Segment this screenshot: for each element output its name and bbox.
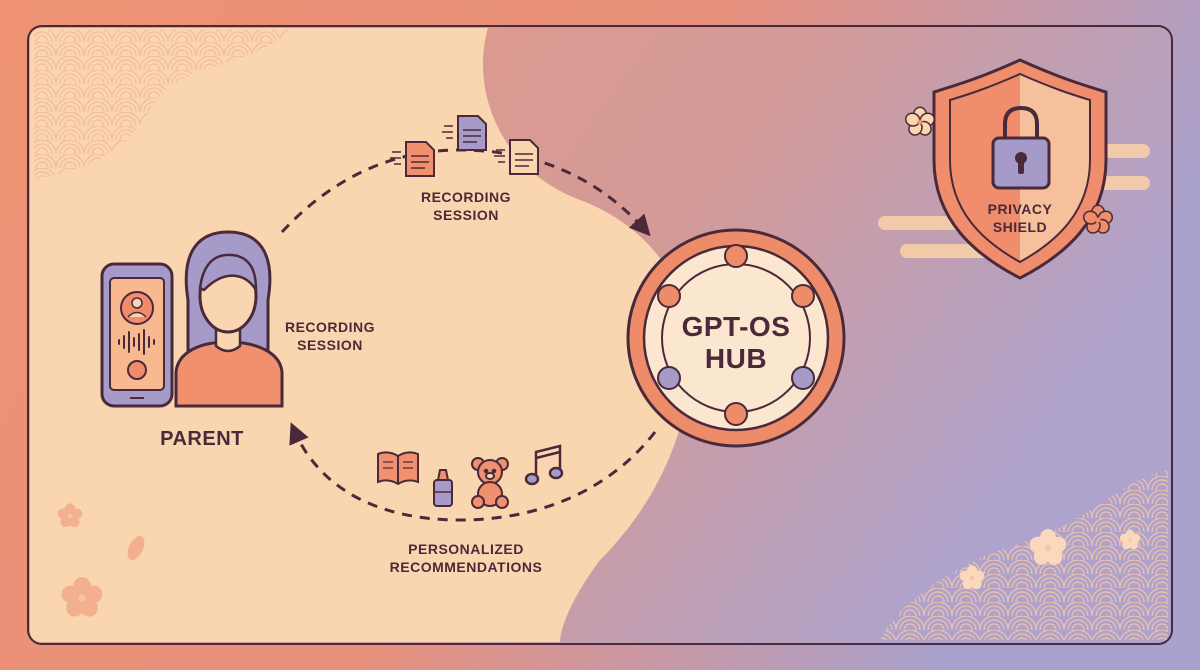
music-note-icon	[524, 444, 564, 486]
bottle-icon	[433, 469, 453, 507]
document-icon	[442, 115, 487, 151]
parent-recording-label-line2: SESSION	[297, 337, 363, 353]
document-icon	[494, 139, 539, 175]
parent-label: PARENT	[160, 428, 244, 450]
parent-recording-label-line1: RECORDING	[285, 319, 375, 335]
gpt-os-hub	[626, 228, 846, 448]
book-icon	[377, 451, 419, 486]
person-icon	[174, 230, 284, 408]
top-flow-label-line2: SESSION	[433, 207, 499, 223]
top-flow-label-line1: RECORDING	[421, 189, 511, 205]
cherry-blossom-icon	[57, 503, 83, 528]
phone-icon	[100, 262, 174, 408]
shield-label-line2: SHIELD	[993, 219, 1047, 235]
cherry-blossom-icon	[1119, 529, 1141, 550]
petal-icon	[127, 535, 145, 561]
cherry-blossom-icon	[61, 577, 103, 617]
cherry-blossom-icon	[1029, 529, 1067, 565]
hub-label-line2: HUB	[705, 343, 767, 374]
teddy-bear-icon	[471, 457, 509, 509]
recommendation-flow-arrow	[289, 422, 657, 522]
cherry-blossom-icon	[959, 565, 985, 590]
wave-pattern-bottom-right	[880, 470, 1168, 640]
peach-region	[30, 28, 692, 642]
cherry-blossoms	[57, 106, 1141, 617]
bottom-flow-label-line2: RECOMMENDATIONS	[390, 559, 543, 575]
shield-label-line1: PRIVACY	[988, 201, 1053, 217]
cherry-blossom-icon	[904, 106, 936, 136]
wave-pattern-top-left	[34, 30, 290, 180]
lock-icon	[991, 105, 1051, 190]
document-icon	[390, 141, 435, 177]
hub-label-line1: GPT-OS	[682, 311, 791, 342]
cherry-blossom-icon	[1082, 204, 1114, 234]
bottom-flow-label-line1: PERSONALIZED	[408, 541, 524, 557]
